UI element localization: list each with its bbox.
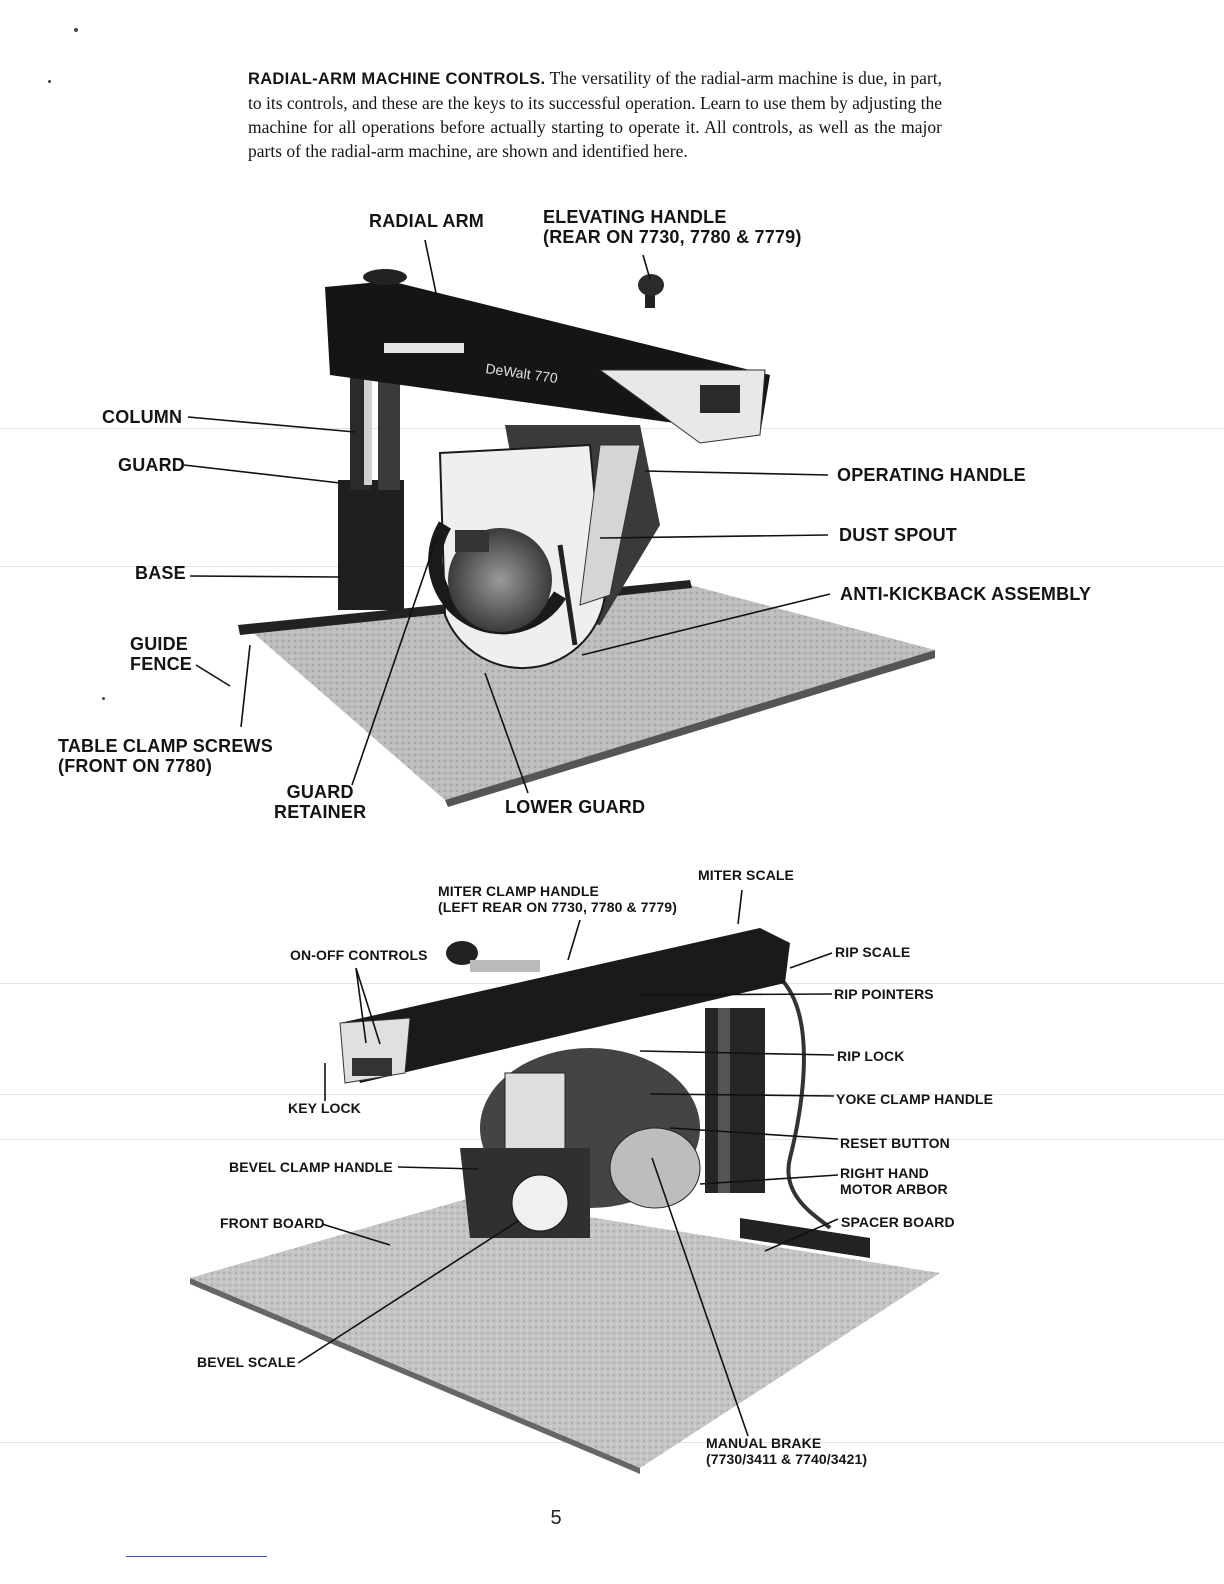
label-guard: GUARD bbox=[118, 455, 185, 475]
label-on-off-controls: ON-OFF CONTROLS bbox=[290, 947, 428, 963]
bevel-scale-dial bbox=[511, 1174, 569, 1232]
label-reset-button: RESET BUTTON bbox=[840, 1135, 950, 1151]
table-edge bbox=[190, 1278, 640, 1474]
intro-heading: RADIAL-ARM MACHINE CONTROLS. bbox=[248, 70, 546, 88]
figure-rear-view: MITER SCALE MITER CLAMP HANDLE (LEFT REA… bbox=[0, 858, 1224, 1478]
label-radial-arm: RADIAL ARM bbox=[369, 211, 484, 231]
operating-handle bbox=[579, 444, 641, 606]
intro-paragraph: RADIAL-ARM MACHINE CONTROLS. The versati… bbox=[248, 66, 942, 163]
label-bevel-clamp-handle: BEVEL CLAMP HANDLE bbox=[229, 1159, 393, 1175]
spacer-board bbox=[740, 1218, 870, 1258]
column-cap bbox=[363, 269, 407, 285]
label-guard-retainer: GUARD RETAINER bbox=[274, 782, 367, 823]
label-right-hand-motor-arbor: RIGHT HAND MOTOR ARBOR bbox=[840, 1165, 948, 1197]
switch-box bbox=[700, 385, 740, 413]
radial-arm bbox=[340, 928, 790, 1083]
label-miter-scale: MITER SCALE bbox=[698, 867, 794, 883]
label-key-lock: KEY LOCK bbox=[288, 1100, 361, 1116]
label-column: COLUMN bbox=[102, 407, 183, 427]
label-base: BASE bbox=[135, 563, 186, 583]
column-highlight bbox=[718, 1008, 730, 1193]
label-front-board: FRONT BOARD bbox=[220, 1215, 325, 1231]
column-right bbox=[378, 370, 400, 490]
elevating-knob bbox=[638, 274, 664, 296]
label-lower-guard: LOWER GUARD bbox=[505, 797, 646, 817]
saw-blade bbox=[448, 528, 552, 632]
radial-arm-saw-rear-illustration bbox=[190, 889, 940, 1474]
label-rip-lock: RIP LOCK bbox=[837, 1048, 905, 1064]
scan-speck bbox=[102, 697, 105, 700]
anti-kickback-rod bbox=[557, 544, 578, 646]
column-highlight bbox=[364, 375, 372, 485]
radial-arm-saw-illustration: DeWalt 770 bbox=[183, 239, 935, 807]
scan-speck bbox=[74, 28, 78, 32]
label-miter-clamp-handle: MITER CLAMP HANDLE (LEFT REAR ON 7730, 7… bbox=[438, 883, 677, 915]
scan-speck bbox=[48, 80, 51, 83]
power-cord bbox=[778, 976, 832, 1230]
label-rip-pointers: RIP POINTERS bbox=[834, 986, 934, 1002]
table-edge bbox=[445, 650, 935, 807]
miter-clamp-lever bbox=[470, 960, 540, 972]
label-spacer-board: SPACER BOARD bbox=[841, 1214, 955, 1230]
guard-retainer-plate bbox=[455, 530, 489, 552]
leader-lines bbox=[297, 889, 839, 1437]
label-elevating-handle: ELEVATING HANDLE (REAR ON 7730, 7780 & 7… bbox=[543, 207, 802, 248]
miter-clamp-knob bbox=[446, 941, 478, 965]
table-top bbox=[190, 1198, 940, 1468]
label-yoke-clamp-handle: YOKE CLAMP HANDLE bbox=[836, 1091, 994, 1107]
label-rip-scale: RIP SCALE bbox=[835, 944, 911, 960]
label-anti-kickback-assembly: ANTI-KICKBACK ASSEMBLY bbox=[840, 584, 1092, 604]
base-block bbox=[338, 480, 404, 610]
figure-front-view: DeWalt 770 RADIAL A bbox=[0, 195, 1224, 835]
arm-stripes bbox=[384, 343, 464, 353]
intro-body: The versatility of the radial-arm machin… bbox=[248, 68, 943, 161]
leader-lines bbox=[183, 239, 831, 794]
column bbox=[705, 1008, 765, 1193]
footer-rule bbox=[126, 1556, 267, 1557]
page-number: 5 bbox=[550, 1507, 562, 1529]
label-manual-brake: MANUAL BRAKE (7730/3411 & 7740/3421) bbox=[706, 1435, 868, 1467]
label-table-clamp-screws: TABLE CLAMP SCREWS (FRONT ON 7780) bbox=[58, 736, 273, 777]
label-dust-spout: DUST SPOUT bbox=[839, 525, 958, 545]
label-guide-fence: GUIDE FENCE bbox=[130, 634, 193, 675]
table-top bbox=[250, 585, 935, 800]
label-bevel-scale: BEVEL SCALE bbox=[197, 1354, 296, 1370]
label-operating-handle: OPERATING HANDLE bbox=[837, 465, 1026, 485]
key-lock-box bbox=[352, 1058, 392, 1076]
